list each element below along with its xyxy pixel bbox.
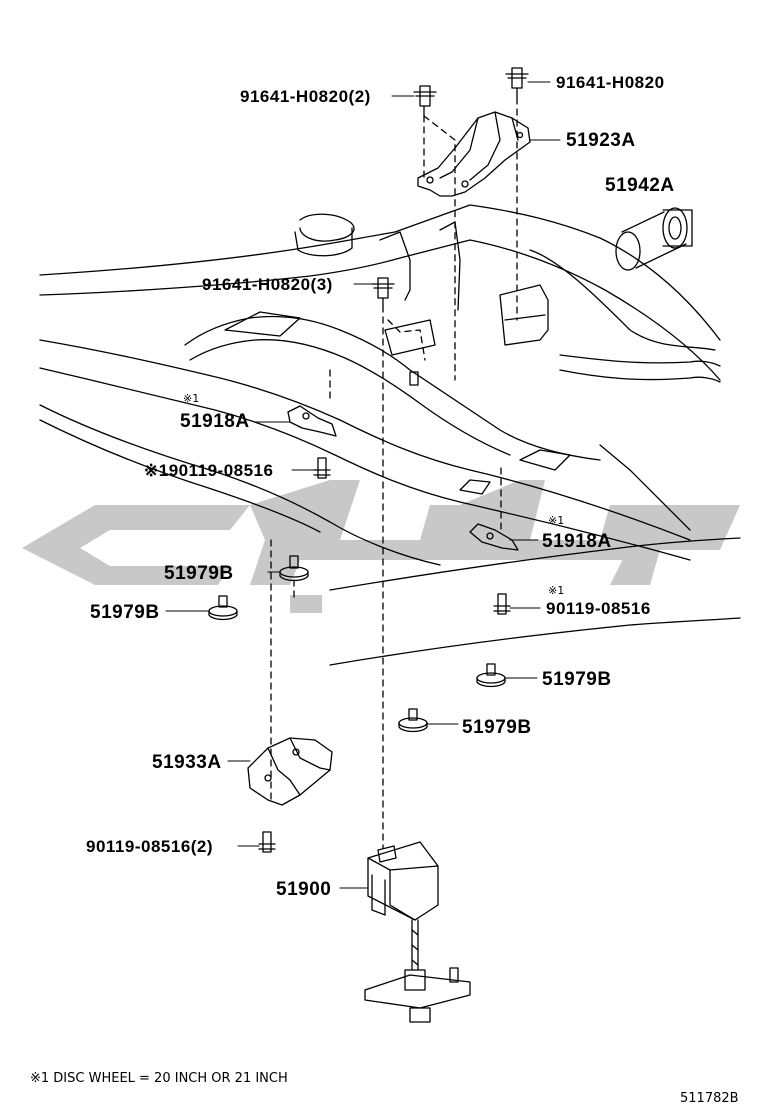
line-art [39,67,741,1023]
note-mark-2: ※1 [548,514,565,527]
label-51918a-left: 51918A [180,411,250,432]
cylinder-51942a [615,207,693,271]
note-mark-3: ※1 [548,584,565,597]
note-mark-1: ※1 [183,392,200,405]
label-51979b-4: 51979B [462,717,532,738]
label-90119-08516-right: 90119-08516 [546,599,651,618]
label-51979b-1: 51979B [164,563,234,584]
washers-51979b [208,555,506,733]
footnote: ※1 DISC WHEEL = 20 INCH OR 21 INCH [30,1071,288,1086]
carrier-51900 [364,841,471,1023]
label-51918a-right: 51918A [542,531,612,552]
label-51979b-3: 51979B [542,669,612,690]
bolts-90119 [258,457,511,853]
clip-51918a-left [287,405,337,437]
label-90119-08516-left: ※190119-08516 [144,461,274,480]
label-51933a: 51933A [152,752,222,773]
reference-code: 511782B [680,1091,739,1106]
bracket-51933a [247,737,333,806]
label-91641-h0820-2: 91641-H0820(2) [240,87,371,106]
label-90119-08516-2: 90119-08516(2) [86,837,214,856]
label-51923a: 51923A [566,130,636,151]
label-91641-h0820-3: 91641-H0820(3) [202,275,333,294]
assembly-dashed-lines [270,97,518,849]
label-91641-h0820: 91641-H0820 [556,73,665,92]
chassis-frame [39,204,741,666]
bolts-91641 [371,67,529,307]
leader-lines [165,81,561,889]
label-51900: 51900 [276,879,332,900]
label-51942a: 51942A [605,175,675,196]
label-51979b-2: 51979B [90,602,160,623]
clip-51918a-right [469,523,519,551]
